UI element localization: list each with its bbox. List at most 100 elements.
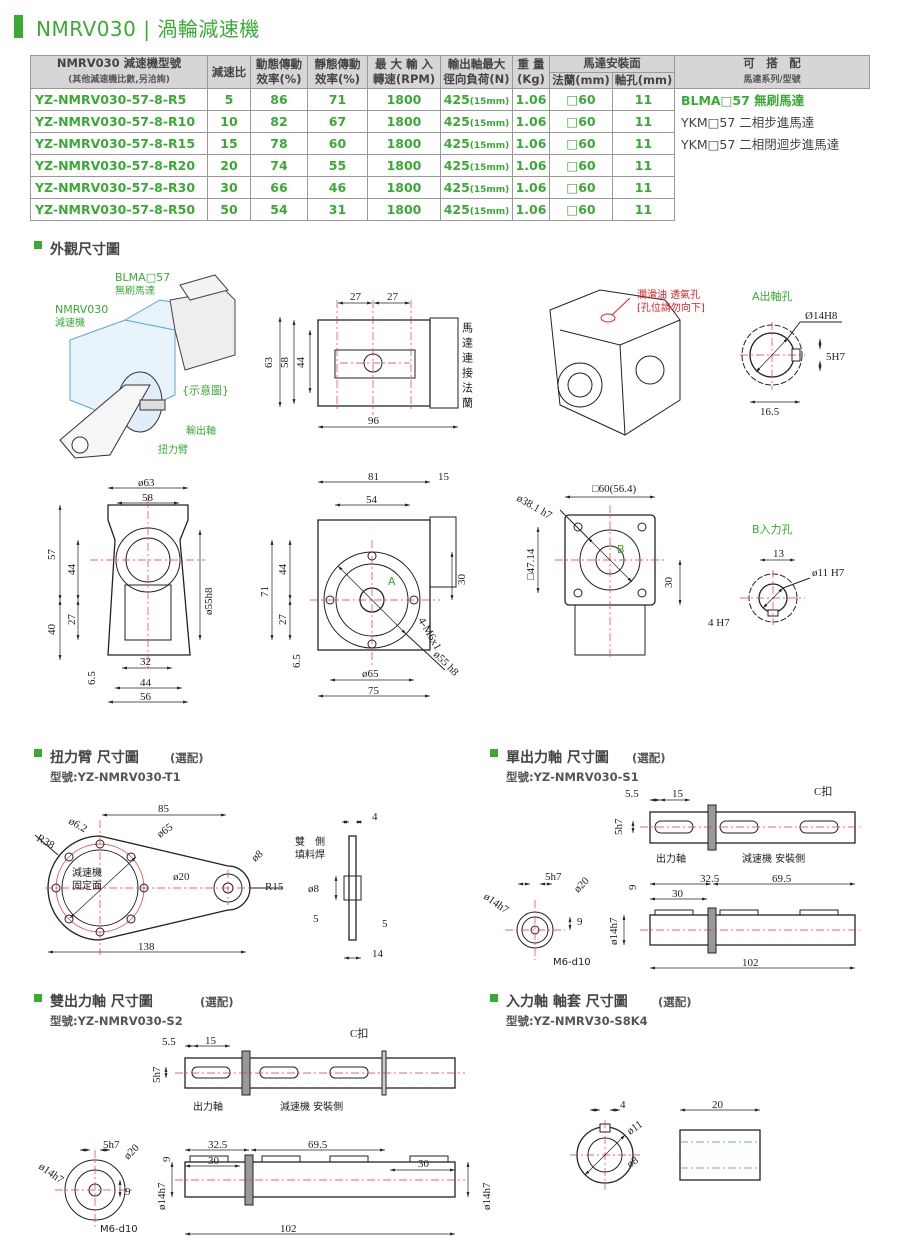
drawing-label-ext-a-d: Ø14H8 xyxy=(805,310,838,322)
drawing-label-arm-weld1: 雙 側 xyxy=(295,835,325,848)
table-header-row: NMRV030 減速機型號(其他減速機比數,另洽詢) 減速比 動態傳動效率(%)… xyxy=(30,55,870,89)
table-subheader-row: 法蘭(mm) 軸孔(mm) xyxy=(31,71,870,89)
drawing-label-ext-d58: 58 xyxy=(279,357,291,369)
drawing-label-arm-t14: 14 xyxy=(372,948,384,960)
drawing-label-ext-heading: 外觀尺寸圖 xyxy=(50,241,120,258)
drawing-label-s2-d14a: ø14h7 xyxy=(156,1182,168,1210)
drawing-label-s2-d9: 9 xyxy=(161,1156,173,1162)
drawing-label-ext-f-58: 58 xyxy=(142,492,154,504)
drawing-label-ext-a-w: 16.5 xyxy=(760,406,780,418)
drawing-label-s1-d695: 69.5 xyxy=(772,873,792,885)
header-dynamic-eff: 動態傳動效率(%) xyxy=(250,55,308,89)
drawing-label-s2-d695: 69.5 xyxy=(308,1139,328,1151)
drawing-label-arm-t4: 4 xyxy=(372,811,378,823)
drawing-label-s8-heading: 入力軸 軸套 尺寸圖 xyxy=(506,993,628,1010)
flange-cell: □60 xyxy=(549,198,613,221)
drawing-label-ext-blma: BLMA□57 xyxy=(115,271,170,284)
ratio-cell: 50 xyxy=(207,198,251,221)
a-output-hole-drawing xyxy=(740,321,842,404)
shaft-sleeve-drawing xyxy=(570,1108,761,1190)
drawing-label-ext-s-44: 44 xyxy=(277,564,289,576)
drawing-label-s8-d4: 4 xyxy=(620,1099,626,1111)
gearbox-iso-drawing xyxy=(549,289,681,436)
drawing-label-ext-d63: 63 xyxy=(263,357,275,369)
drawing-label-s1-e14: ø14h7 xyxy=(481,891,511,917)
drawing-label-arm-d20: ø20 xyxy=(173,871,190,883)
header-flange: 法蘭(mm) xyxy=(549,71,613,89)
drawing-label-s1-e9: 9 xyxy=(577,916,583,928)
drawing-label-arm-r38: R38 xyxy=(35,832,57,852)
drawing-label-ext-b-13: 13 xyxy=(773,548,785,560)
single-shaft-drawing xyxy=(505,798,860,970)
drawing-label-s8-d11: ø11 xyxy=(625,1118,645,1137)
weight-cell: 1.06 xyxy=(512,154,550,177)
drawing-label-ext-nmrv2: 減速機 xyxy=(55,316,85,329)
static-eff-cell: 31 xyxy=(307,198,368,221)
drawing-label-s1-side: 減速機 安裝側 xyxy=(742,852,805,865)
motor-flange-b-drawing xyxy=(536,495,682,660)
static-eff-cell: 60 xyxy=(307,132,368,155)
drawing-label-ext-nmrv: NMRV030 xyxy=(55,303,108,316)
top-view-drawing xyxy=(278,300,459,429)
ratio-cell: 15 xyxy=(207,132,251,155)
drawing-label-s1-d325: 32.5 xyxy=(700,873,720,885)
drawing-label-ext-f-27: 27 xyxy=(66,614,78,626)
drawing-label-arm-t8: ø8 xyxy=(308,883,320,895)
drawing-label-ext-m-30: 30 xyxy=(663,577,675,589)
drawing-label-ext-m-B: B xyxy=(617,543,625,556)
shaft-cell: 11 xyxy=(612,176,675,199)
drawing-label-s2-side: 減速機 安裝側 xyxy=(280,1100,343,1113)
load-cell: 425(15mm) xyxy=(440,198,513,221)
drawing-label-arm-d8: ø8 xyxy=(249,848,266,865)
header-compatible: 可 搭 配馬達系列/型號 xyxy=(674,55,870,89)
rpm-cell: 1800 xyxy=(367,198,441,221)
drawing-label-ext-f-56: 56 xyxy=(140,691,152,703)
drawing-label-arm-t5b: 5 xyxy=(382,918,388,930)
drawing-label-s1-em6: M6-d10 xyxy=(553,957,591,968)
compatible-motor: YKM□57 二相閉迴步進馬達 xyxy=(681,137,840,152)
drawing-label-s2-c: C扣 xyxy=(350,1026,368,1040)
drawing-label-ext-s-81: 81 xyxy=(368,471,379,483)
flange-cell: □60 xyxy=(549,88,613,111)
drawing-label-s1-heading: 單出力軸 尺寸圖 xyxy=(506,749,609,766)
drawing-label-s1-d15: 15 xyxy=(672,788,684,800)
drawing-label-ext-m-60: □60(56.4) xyxy=(592,483,637,495)
drawing-label-arm-d65: ø65 xyxy=(155,821,176,841)
drawing-label-ext-out: 輸出軸 xyxy=(186,424,216,437)
drawing-label-s2-d30a: 30 xyxy=(208,1155,220,1167)
section-marker xyxy=(490,749,498,757)
drawing-label-s2-d14b: ø14h7 xyxy=(481,1182,493,1210)
drawing-label-s1-c: C扣 xyxy=(814,784,832,798)
drawing-label-ext-d27b: 27 xyxy=(387,291,399,303)
drawing-label-ext-f-44b: 44 xyxy=(140,677,152,689)
page-title: NMRV030 | 渦輪減速機 xyxy=(36,17,260,41)
drawing-label-s2-e5: 5h7 xyxy=(103,1139,120,1151)
drawing-label-ext-f-63: ø63 xyxy=(138,477,155,489)
drawing-label-ext-f-57: 57 xyxy=(46,549,58,561)
drawing-label-s1-e5: 5h7 xyxy=(545,871,562,883)
drawing-label-ext-oil2: [孔位請勿向下] xyxy=(637,301,705,314)
flange-cell: □60 xyxy=(549,132,613,155)
drawing-label-s1-opt: (選配) xyxy=(632,751,666,765)
drawing-label-ext-s-54: 54 xyxy=(366,494,378,506)
drawing-label-arm-d85: 85 xyxy=(158,803,170,815)
b-input-hole-drawing xyxy=(740,558,811,625)
drawing-label-s2-e9: 9 xyxy=(125,1186,131,1198)
drawing-label-ext-f-40: 40 xyxy=(46,624,58,636)
load-cell: 425(15mm) xyxy=(440,88,513,111)
drawing-label-s8-d20: 20 xyxy=(712,1099,724,1111)
drawing-label-ext-f-44: 44 xyxy=(66,564,78,576)
drawing-label-s2-heading: 雙出力軸 尺寸圖 xyxy=(50,993,153,1010)
drawing-label-ext-d96: 96 xyxy=(368,415,380,427)
drawing-label-ext-blma2: 無刷馬達 xyxy=(115,284,155,297)
drawing-label-ext-s-o65: ø65 xyxy=(362,668,379,680)
drawing-label-ext-note: {示意圖} xyxy=(182,383,229,397)
drawing-label-ext-f-55: ø55h8 xyxy=(203,587,215,615)
drawing-label-arm-weld2: 填料焊 xyxy=(295,848,325,861)
load-cell: 425(15mm) xyxy=(440,132,513,155)
drawing-label-s2-e20: ø20 xyxy=(122,1142,143,1163)
section-marker xyxy=(34,241,42,249)
